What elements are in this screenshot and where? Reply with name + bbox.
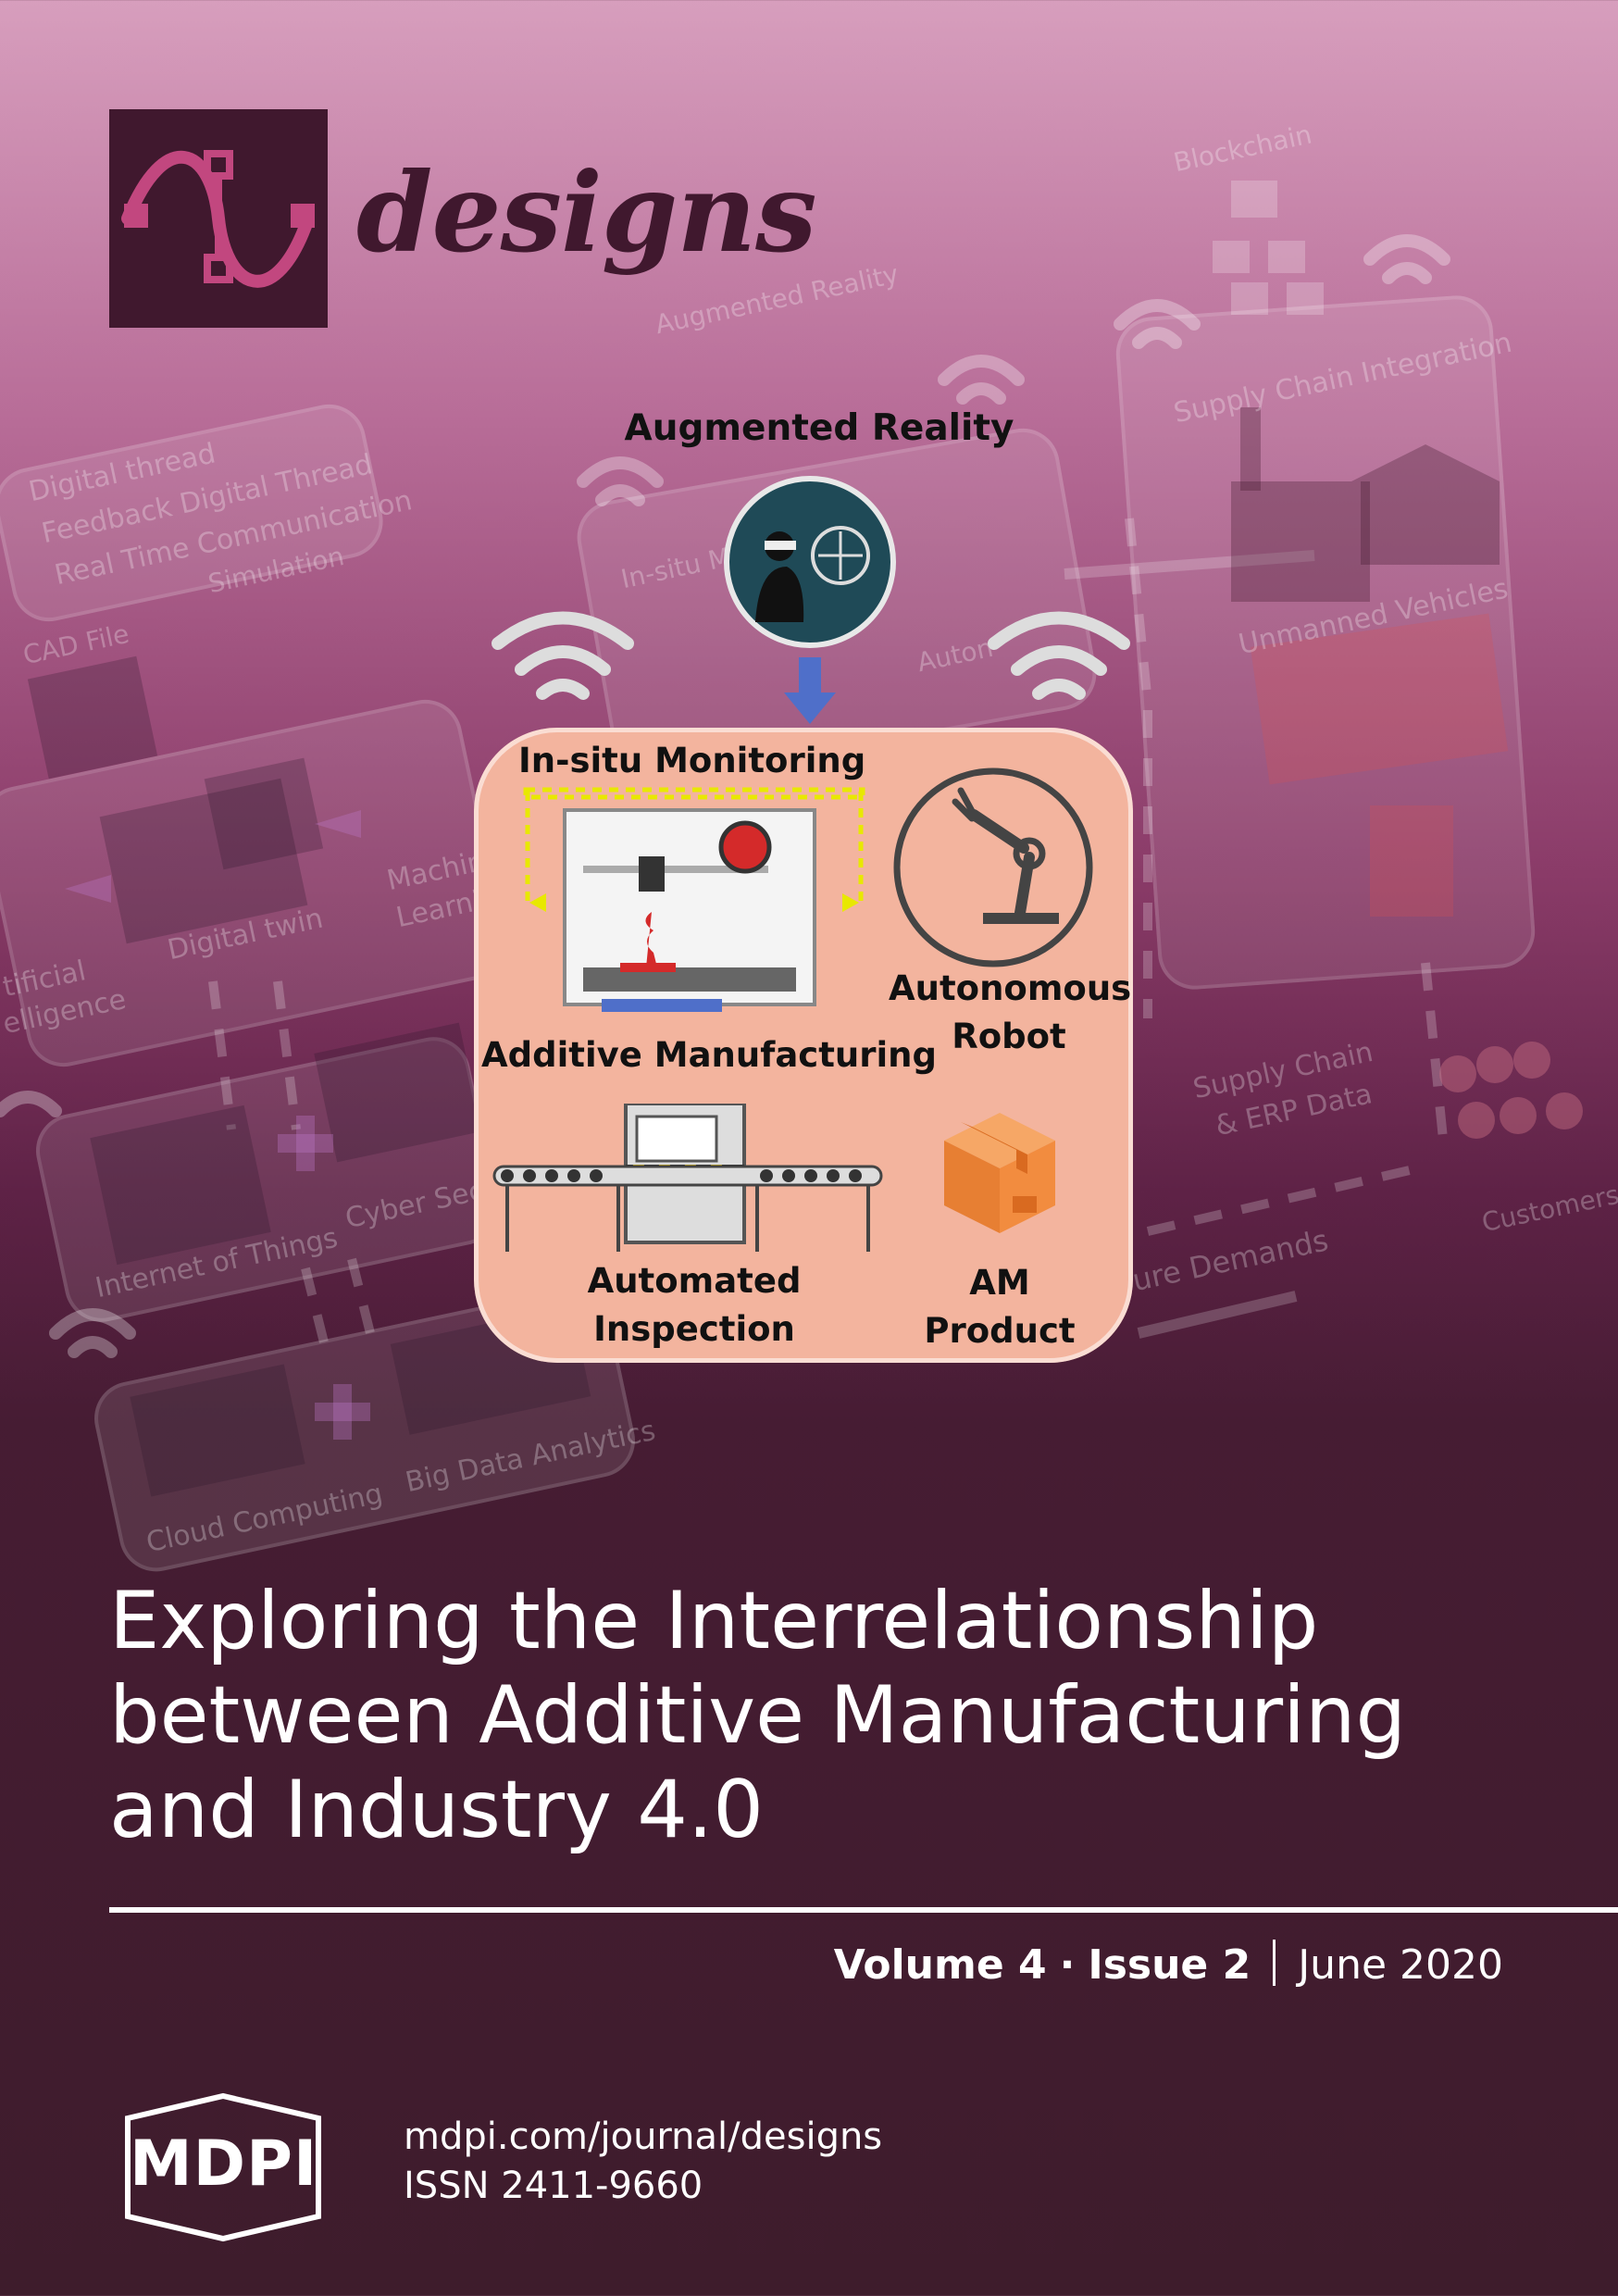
am-product-label-2: Product: [924, 1311, 1076, 1351]
product-box-icon: [935, 1107, 1064, 1237]
additive-manufacturing-label: Additive Manufacturing: [481, 1035, 938, 1075]
automated-inspection-icon: [489, 1102, 887, 1254]
robot-arm-icon: [890, 765, 1096, 970]
journal-url[interactable]: mdpi.com/journal/designs: [404, 2115, 883, 2158]
article-title-line-3: and Industry 4.0: [109, 1764, 764, 1856]
issue-number: Issue 2: [1088, 1941, 1251, 1989]
issue-divider: [1273, 1940, 1276, 1986]
article-title-line-1: Exploring the Interrelationship: [109, 1575, 1319, 1667]
title-divider: [109, 1907, 1618, 1913]
mdpi-logo-text: MDPI: [130, 2128, 318, 2201]
issue-date: June 2020: [1298, 1941, 1503, 1989]
3d-printer-icon: [518, 782, 870, 1023]
volume-issue-separator: ·: [1059, 1941, 1076, 1989]
augmented-reality-label: Augmented Reality: [624, 407, 1014, 449]
autonomous-robot-label-2: Robot: [952, 1017, 1066, 1056]
mdpi-logo-icon: [109, 2092, 337, 2242]
journal-name: designs: [356, 148, 817, 277]
article-title-line-2: between Additive Manufacturing: [109, 1669, 1407, 1762]
issue-info: Volume 4 · Issue 2 June 2020: [834, 1940, 1503, 1989]
article-title: Exploring the Interrelationship between …: [109, 1574, 1553, 1857]
autonomous-robot-label-1: Autonomous: [889, 968, 1132, 1008]
down-arrow-icon: [782, 657, 838, 726]
issn: ISSN 2411-9660: [404, 2165, 703, 2207]
augmented-reality-icon: [722, 474, 898, 650]
journal-logo-icon: [109, 109, 328, 328]
in-situ-monitoring-label: In-situ Monitoring: [518, 741, 866, 780]
automated-inspection-label-1: Automated: [587, 1261, 802, 1301]
wifi-left-icon: [489, 597, 637, 718]
volume: Volume 4: [833, 1941, 1047, 1989]
am-product-label-1: AM: [969, 1263, 1030, 1303]
wifi-right-icon: [985, 597, 1133, 718]
automated-inspection-label-2: Inspection: [593, 1309, 795, 1349]
